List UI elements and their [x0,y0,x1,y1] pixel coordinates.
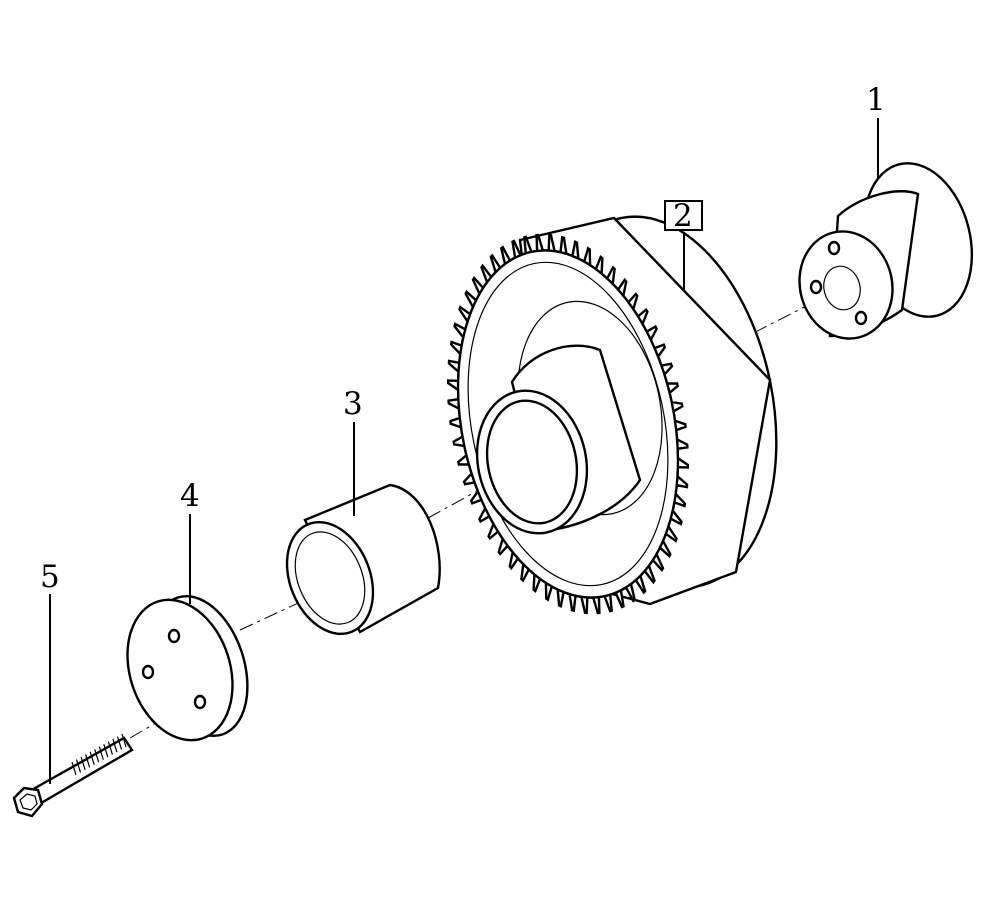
part-1-flanged-hub [798,162,974,340]
bolt-thread-line [98,746,104,760]
bolt-thread-line [89,751,95,765]
part-3-bushing [285,483,441,636]
part-2-spur-gear [447,215,778,615]
bolt-thread-line [121,733,127,748]
leader-lines [49,118,879,784]
bolt-thread-line [80,756,86,771]
bolt-thread-line [94,749,100,763]
bolt-thread-line [75,759,82,773]
bolt-thread-line [85,754,91,768]
part-label-5: 5 [40,559,60,595]
bolt-thread-line [107,741,113,755]
bolt-thread-line [103,744,109,758]
part-labels: 1 2 3 4 5 [40,82,886,595]
part-5-bolt [12,733,134,818]
part-label-3: 3 [343,386,363,422]
bolt-thread-line [116,736,123,750]
part-4-thrust-washer [126,594,249,742]
part-label-2: 2 [673,198,693,234]
bolt-thread-line [112,738,118,753]
part-label-4: 4 [180,478,200,514]
part-label-1: 1 [866,82,886,118]
part-label-2-box [664,200,703,231]
bolt-thread [71,733,127,776]
bolt-thread-line [71,761,77,776]
